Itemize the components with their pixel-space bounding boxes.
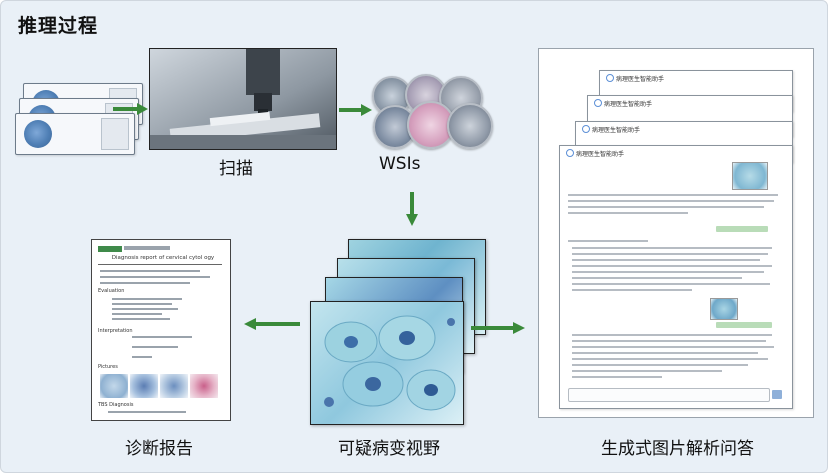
chat-image-thumbnail	[732, 162, 768, 190]
assistant-icon	[594, 99, 602, 107]
arrow-right-icon	[471, 322, 525, 334]
diagnosis-report: Diagnosis report of cervical cytol ogy E…	[91, 239, 231, 421]
caption-report: 诊断报告	[125, 439, 193, 459]
cytology-image-main	[310, 301, 464, 425]
glass-slide	[15, 113, 135, 155]
report-cell-image	[190, 374, 218, 398]
report-heading: Diagnosis report of cervical cytol ogy	[111, 255, 215, 261]
chat-window-front: 病理医生智能助手	[559, 145, 793, 409]
caption-generative: 生成式图片解析问答	[601, 439, 754, 459]
assistant-icon	[566, 149, 574, 157]
arrow-right-icon	[113, 103, 148, 115]
user-message	[716, 322, 772, 328]
arrow-left-icon	[244, 318, 300, 330]
report-cell-image	[160, 374, 188, 398]
send-icon[interactable]	[772, 390, 782, 399]
caption-scan: 扫描	[219, 159, 253, 179]
arrow-down-icon	[406, 192, 418, 226]
report-cell-image	[100, 374, 128, 398]
user-message	[716, 226, 768, 232]
scanner-image	[149, 48, 337, 150]
chat-image-thumbnail	[710, 298, 738, 320]
assistant-icon	[582, 125, 590, 133]
caption-suspicious: 可疑病变视野	[338, 439, 440, 459]
assistant-icon	[606, 74, 614, 82]
arrow-right-icon	[339, 104, 372, 116]
report-logo	[98, 246, 122, 252]
report-cell-image	[130, 374, 158, 398]
caption-wsis: WSIs	[379, 154, 421, 174]
chat-input[interactable]	[568, 388, 770, 402]
chat-panel: 病理医生智能助手 病理医生智能助手 病理医生智能助手 病理医生智能助手	[538, 48, 814, 418]
diagram-title: 推理过程	[18, 15, 99, 37]
